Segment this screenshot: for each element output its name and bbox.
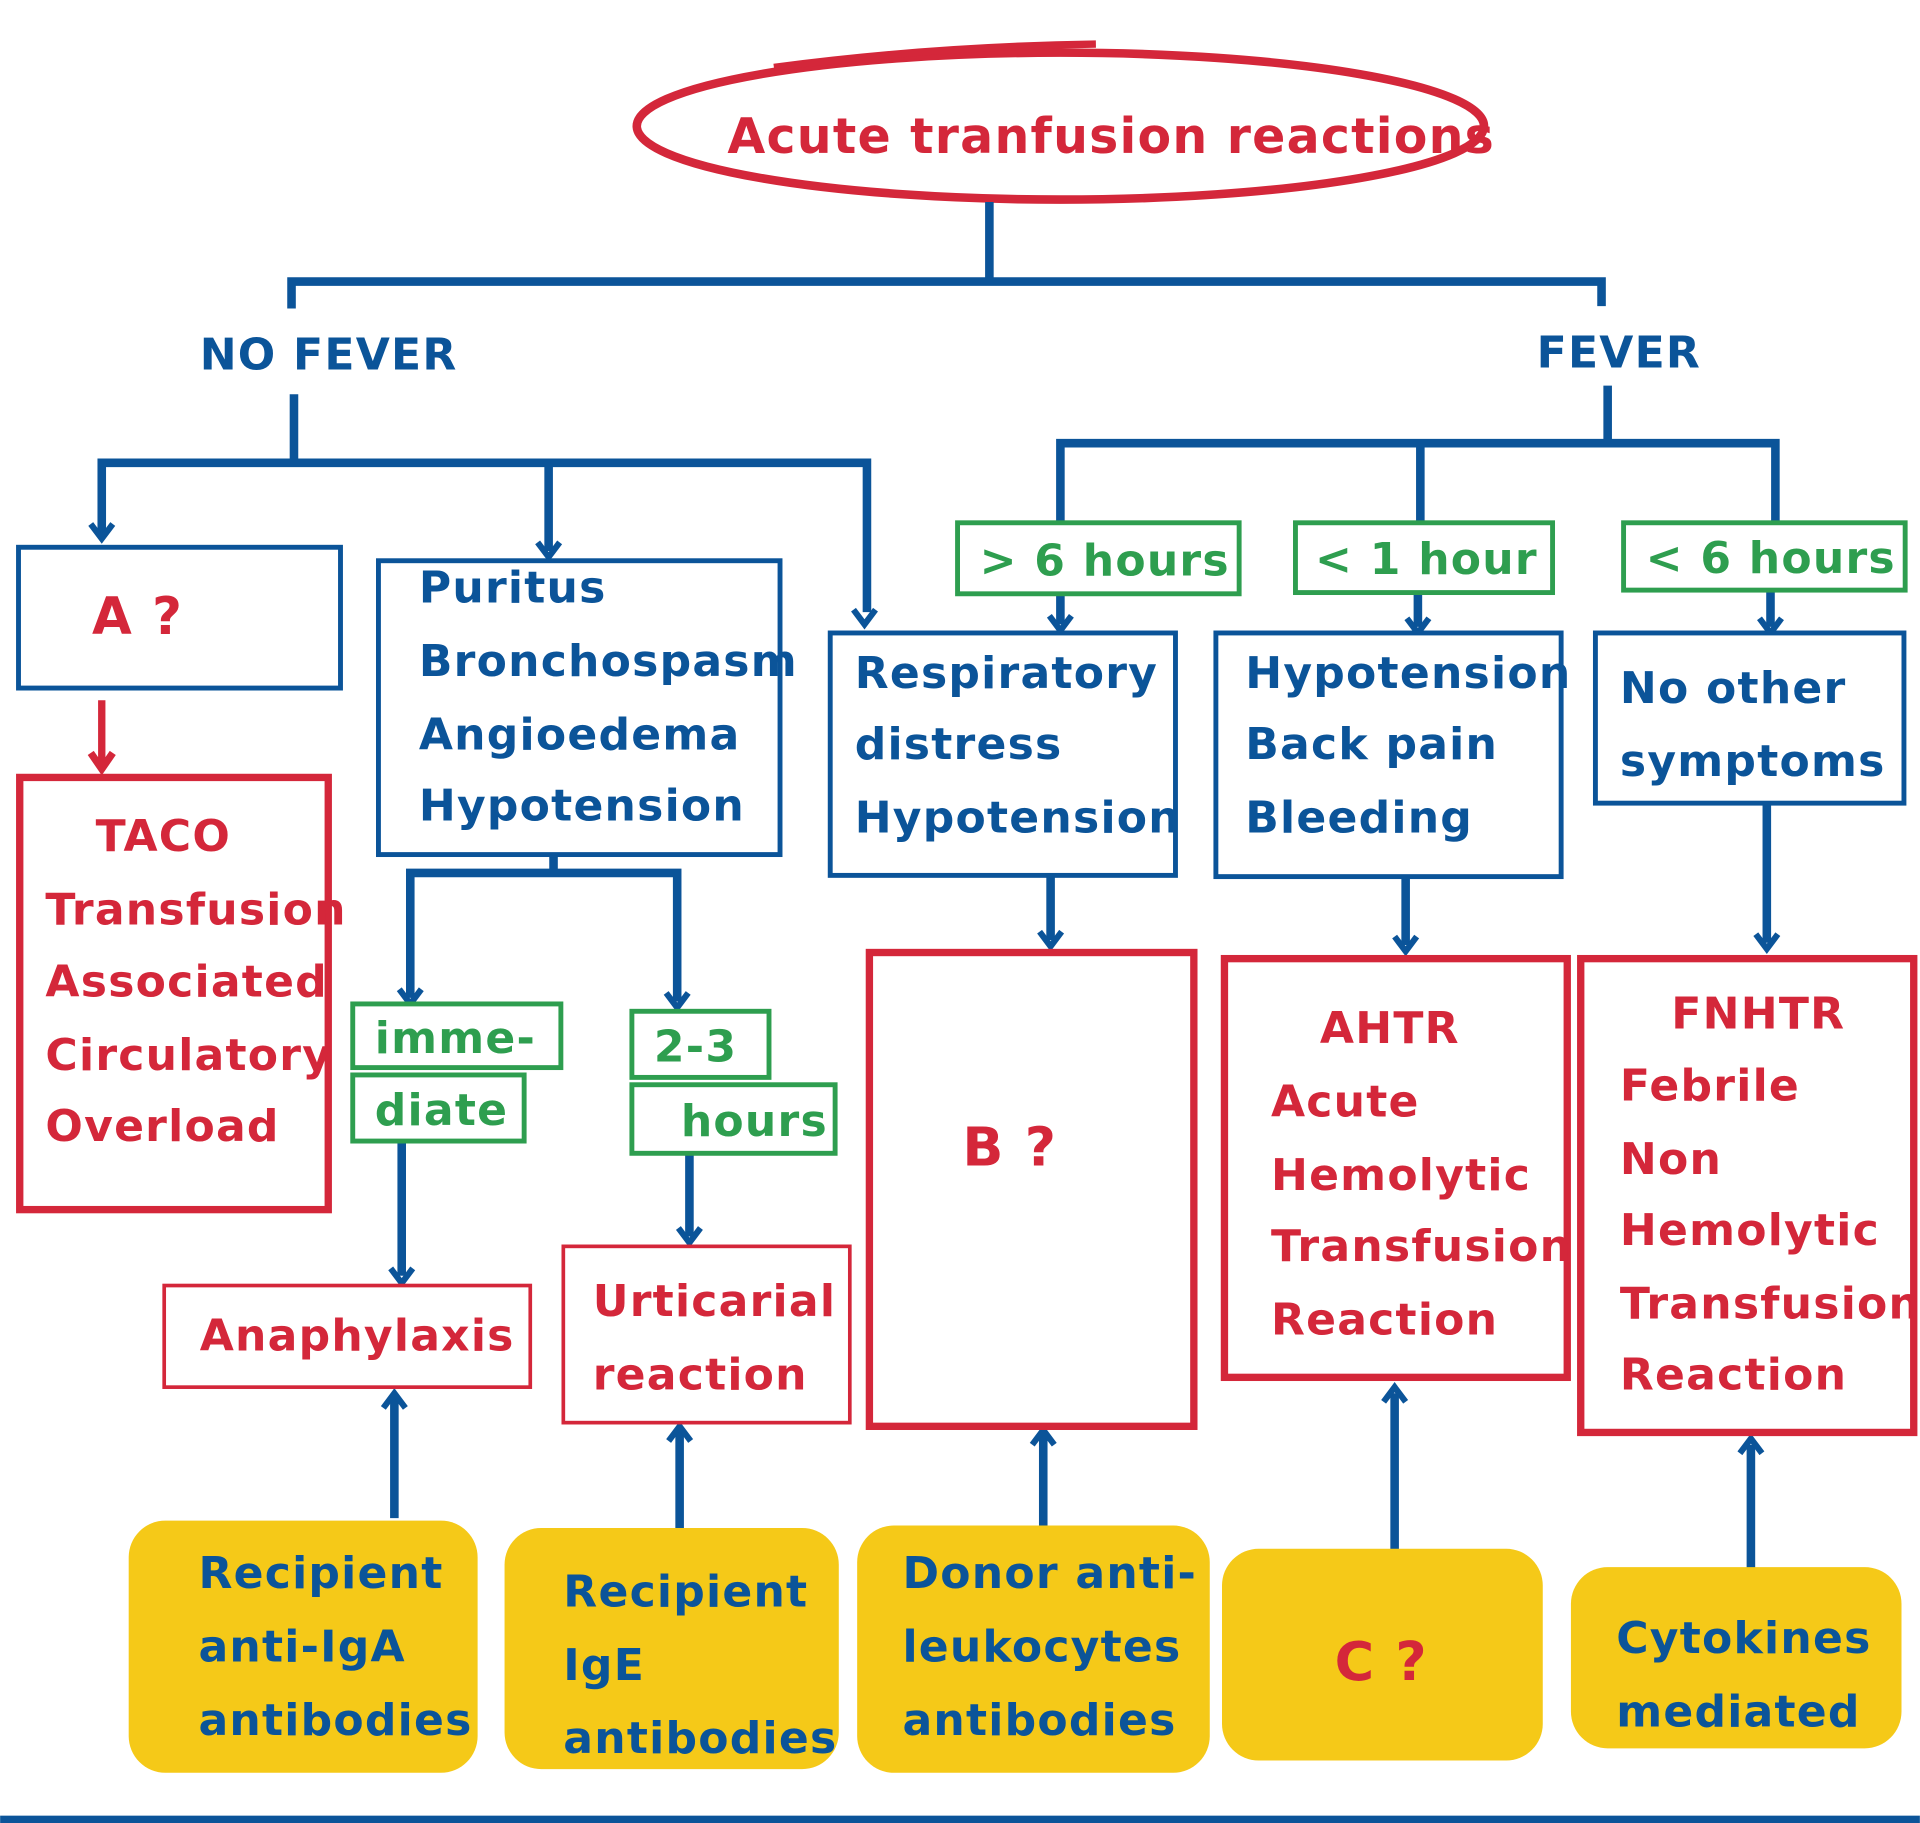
- label: A ?: [92, 587, 183, 647]
- label: Hemolytic: [1271, 1150, 1531, 1201]
- hemolytic-symptoms-box: Hypotension Back pain Bleeding: [1213, 630, 1571, 880]
- label: C ?: [1335, 1630, 1428, 1693]
- urticarial-box: Urticarial reaction: [561, 1244, 852, 1425]
- timing-immediate: imme- diate: [350, 1001, 564, 1144]
- fnhtr-box: FNHTR Febrile Non Hemolytic Transfusion …: [1577, 954, 1920, 1437]
- cause-recipient-ige: Recipient IgE antibodies: [504, 1527, 839, 1770]
- label: reaction: [593, 1350, 808, 1401]
- label: Back pain: [1245, 719, 1498, 770]
- box-b: B ?: [865, 948, 1198, 1430]
- label: AHTR: [1320, 1003, 1460, 1054]
- label: Transfusion: [1271, 1221, 1572, 1272]
- label: leukocytes: [902, 1621, 1181, 1672]
- label: Recipient: [198, 1548, 443, 1599]
- label: Hypotension: [1245, 648, 1571, 699]
- bottom-bar: [0, 1815, 1920, 1823]
- label: No other: [1620, 663, 1847, 714]
- title-ellipse-stroke: [773, 40, 1096, 71]
- label: distress: [855, 719, 1063, 770]
- label: mediated: [1616, 1686, 1860, 1737]
- label: TACO: [96, 811, 231, 862]
- label: Hypotension: [419, 780, 745, 831]
- label: Recipient: [563, 1566, 808, 1617]
- label: Anaphylaxis: [200, 1310, 515, 1361]
- connectors: [87, 202, 1784, 1574]
- label: Bronchospasm: [419, 636, 798, 687]
- label: 2-3: [654, 1021, 737, 1072]
- cause-donor-anti-leukocytes: Donor anti- leukocytes antibodies: [857, 1525, 1210, 1773]
- timing-2-3-hours: 2-3 hours: [629, 1008, 838, 1156]
- title-ellipse: [632, 48, 1489, 204]
- no-fever-label: NO FEVER: [200, 330, 458, 381]
- label: Donor anti-: [902, 1548, 1197, 1599]
- cause-c: C ?: [1222, 1548, 1543, 1761]
- label: antibodies: [902, 1695, 1176, 1746]
- cause-cytokines: Cytokines mediated: [1570, 1567, 1902, 1749]
- label: Reaction: [1620, 1350, 1847, 1401]
- cause-recipient-anti-iga: Recipient anti-IgA antibodies: [128, 1520, 478, 1773]
- title-node: Acute tranfusion reactions: [632, 40, 1495, 204]
- label: anti-IgA: [198, 1621, 405, 1672]
- ahtr-box: AHTR Acute Hemolytic Transfusion Reactio…: [1220, 954, 1572, 1382]
- label: antibodies: [198, 1695, 472, 1746]
- label: Reaction: [1271, 1294, 1498, 1345]
- label: Associated: [45, 957, 328, 1008]
- label: Cytokines: [1616, 1613, 1871, 1664]
- label: hours: [681, 1096, 828, 1147]
- label: Angioedema: [419, 709, 741, 760]
- anaphylaxis-box: Anaphylaxis: [162, 1283, 533, 1389]
- label: Hemolytic: [1620, 1205, 1880, 1256]
- label: IgE: [563, 1640, 645, 1691]
- label: Overload: [45, 1101, 279, 1152]
- label: Non: [1620, 1134, 1722, 1185]
- label: imme-: [375, 1013, 536, 1064]
- label: Puritus: [419, 562, 607, 613]
- label: Bleeding: [1245, 793, 1473, 844]
- timing-boxes: > 6 hours < 1 hour < 6 hours: [955, 520, 1908, 597]
- taco-box: TACO Transfusion Associated Circulatory …: [16, 773, 346, 1214]
- timing-under-6-hours: < 6 hours: [1646, 533, 1896, 584]
- box-a: A ?: [16, 544, 343, 691]
- label: Respiratory: [855, 648, 1158, 699]
- title: Acute tranfusion reactions: [727, 108, 1495, 165]
- label: Transfusion: [1620, 1279, 1920, 1330]
- label: Acute: [1271, 1077, 1420, 1128]
- label: Circulatory: [45, 1030, 332, 1081]
- no-other-symptoms-box: No other symptoms: [1592, 630, 1907, 806]
- label: Hypotension: [855, 793, 1181, 844]
- label: Febrile: [1620, 1061, 1800, 1112]
- respiratory-box: Respiratory distress Hypotension: [827, 630, 1181, 878]
- label: symptoms: [1620, 736, 1886, 787]
- label: diate: [375, 1085, 508, 1136]
- label: Urticarial: [593, 1276, 836, 1327]
- timing-under-1-hour: < 1 hour: [1315, 534, 1538, 585]
- allergic-symptoms-box: Puritus Bronchospasm Angioedema Hypotens…: [376, 558, 798, 858]
- label: Transfusion: [45, 884, 346, 935]
- label: B ?: [962, 1116, 1057, 1179]
- label: antibodies: [563, 1713, 837, 1764]
- label: FNHTR: [1671, 988, 1845, 1039]
- timing-over-6-hours: > 6 hours: [980, 535, 1230, 586]
- fever-label: FEVER: [1537, 327, 1701, 378]
